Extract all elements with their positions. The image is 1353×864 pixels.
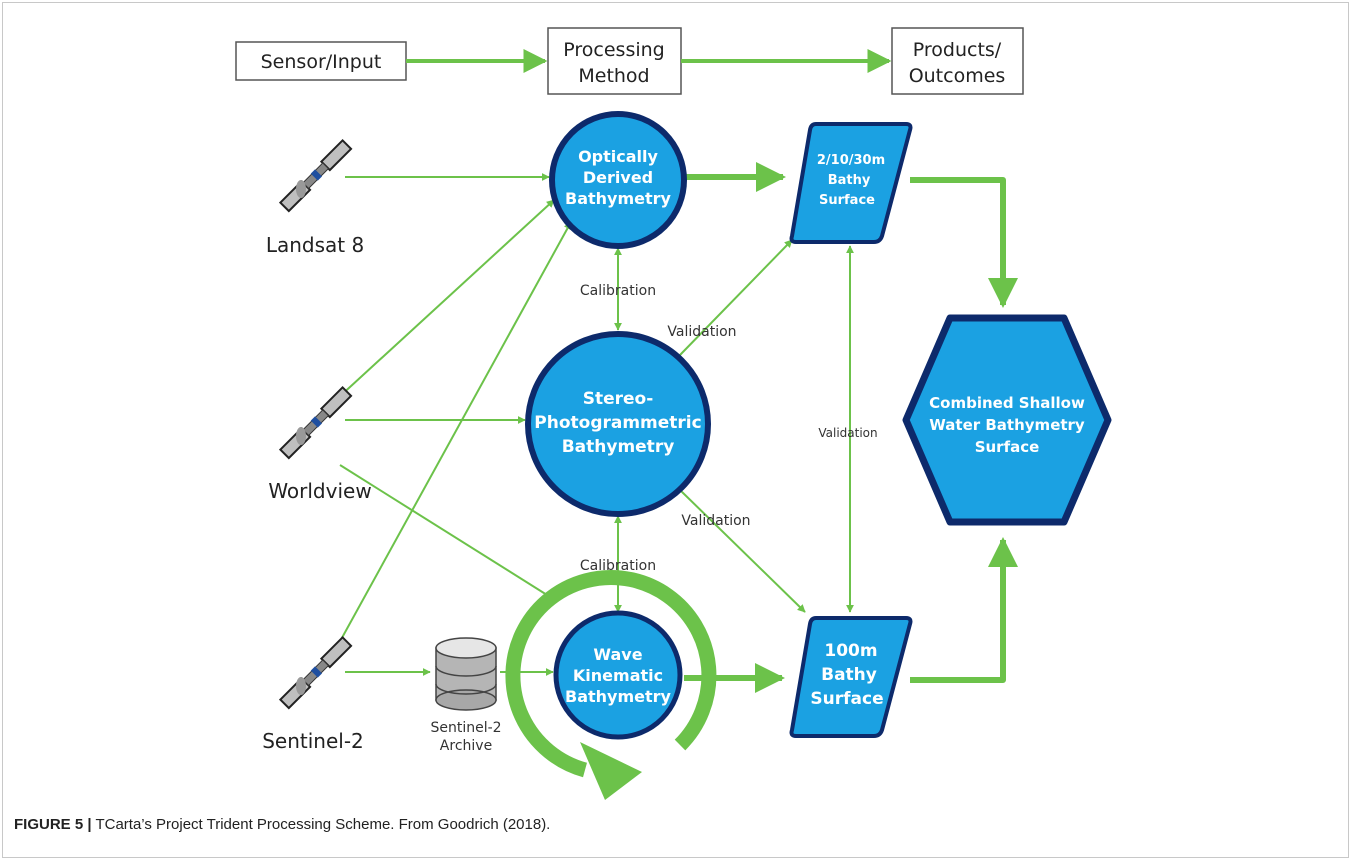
combined-surface-node: Combined Shallow Water Bathymetry Surfac… <box>902 314 1112 526</box>
wave-cycle-arrowhead <box>580 742 642 800</box>
stereo-bathymetry-node: Stereo- Photogrammetric Bathymetry <box>525 331 711 517</box>
input-arrows <box>326 173 854 676</box>
figure-caption: FIGURE 5 | TCarta’s Project Trident Proc… <box>14 816 550 833</box>
fine-line2: Bathy <box>828 173 871 188</box>
stereo-line2: Photogrammetric <box>534 413 701 433</box>
combined-line1: Combined Shallow <box>929 394 1085 412</box>
landsat-label: Landsat 8 <box>266 233 364 257</box>
wave-cycle-arrow <box>505 570 717 800</box>
processing-method-line1: Processing <box>563 39 664 61</box>
arrow-validation-upper <box>679 239 793 356</box>
sensor-input-label: Sensor/Input <box>261 51 382 73</box>
arrow-worldview-to-wave <box>339 464 556 601</box>
optical-line3: Bathymetry <box>565 189 672 208</box>
wave-line1: Wave <box>593 645 642 664</box>
wave-bathymetry-node: Wave Kinematic Bathymetry <box>553 610 683 740</box>
coarse-bathy-surface-node: 100m Bathy Surface <box>789 616 913 738</box>
calibration-label-bottom: Calibration <box>580 558 656 574</box>
coarse-line1: 100m <box>824 641 877 661</box>
fine-line1: 2/10/30m <box>817 153 885 168</box>
fine-line3: Surface <box>819 193 875 208</box>
fine-bathy-surface-node: 2/10/30m Bathy Surface <box>789 122 913 244</box>
archive-label-line1: Sentinel-2 <box>430 720 501 736</box>
validation-label-vertical: Validation <box>818 426 877 440</box>
arrow-worldview-to-optical <box>337 199 555 399</box>
products-outcomes-line2: Outcomes <box>909 65 1006 87</box>
arrow-validation-lower <box>679 489 806 613</box>
stereo-line1: Stereo- <box>583 389 654 409</box>
validation-label-lower: Validation <box>681 513 750 529</box>
products-outcomes-line1: Products/ <box>913 39 1002 61</box>
combined-line3: Surface <box>975 438 1040 456</box>
caption-text: TCarta’s Project Trident Processing Sche… <box>95 816 551 833</box>
worldview-label: Worldview <box>268 479 371 503</box>
wave-line3: Bathymetry <box>565 687 672 706</box>
output-arrows <box>684 162 1018 693</box>
optical-bathymetry-node: Optically Derived Bathymetry <box>549 111 687 249</box>
processing-method-box <box>547 27 682 95</box>
sentinel-label: Sentinel-2 <box>262 729 364 753</box>
database-icon <box>435 637 497 711</box>
combined-line2: Water Bathymetry <box>929 416 1085 434</box>
processing-method-line2: Method <box>578 65 649 87</box>
products-outcomes-box <box>891 27 1024 95</box>
calibration-label-top: Calibration <box>580 283 656 299</box>
validation-label-upper: Validation <box>667 324 736 340</box>
satellite-icon <box>278 138 353 213</box>
optical-line2: Derived <box>583 168 653 187</box>
wave-line2: Kinematic <box>573 666 663 685</box>
sensor-input-box <box>235 41 407 81</box>
arrow-sentinel-to-optical <box>326 221 572 666</box>
archive-label-line2: Archive <box>440 738 492 754</box>
arrow-coarse-to-combined <box>910 537 1018 683</box>
coarse-line3: Surface <box>810 689 883 709</box>
satellite-icon <box>278 385 353 460</box>
optical-line1: Optically <box>578 147 658 166</box>
caption-label: FIGURE 5 | <box>14 816 92 833</box>
stereo-line3: Bathymetry <box>562 437 675 457</box>
wave-cycle-arc <box>505 570 717 778</box>
header-row: Sensor/Input Processing Method Products/… <box>235 27 1024 95</box>
coarse-line2: Bathy <box>821 665 877 685</box>
satellite-icon <box>278 635 353 710</box>
arrow-fine-to-combined <box>910 177 1018 308</box>
